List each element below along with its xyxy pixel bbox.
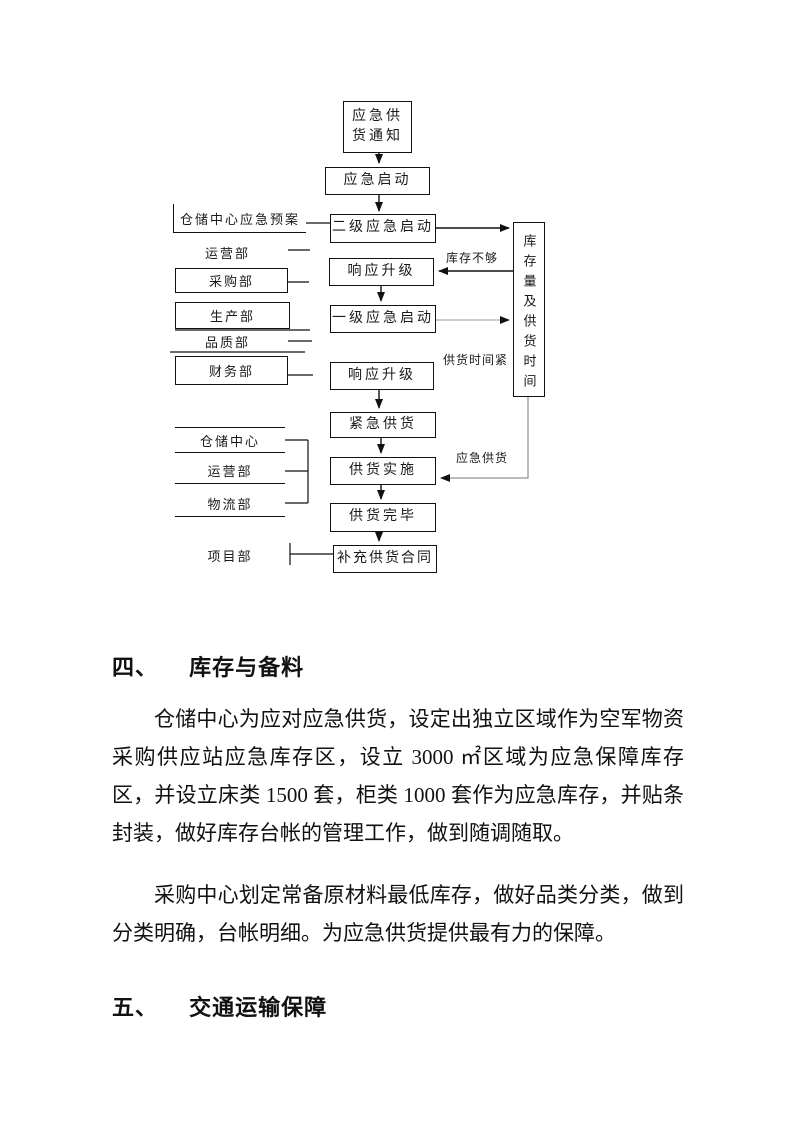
section-title: 交通运输保障 <box>189 995 328 1020</box>
flow-node-urgent-supply: 紧急供货 <box>330 412 436 438</box>
section-number: 四、 <box>112 655 159 680</box>
paragraph-purchasing-inventory: 采购中心划定常备原材料最低库存，做好品类分类，做到分类明确，台帐明细。为应急供货… <box>112 883 684 945</box>
dept-label-warehouse-center: 仓储中心 <box>175 427 285 453</box>
section-title: 库存与备料 <box>189 655 305 680</box>
section-number: 五、 <box>112 995 159 1020</box>
dept-label-project: 项目部 <box>207 548 253 564</box>
dept-label-purchasing: 采购部 <box>175 268 288 293</box>
document-body: 四、 库存与备料 仓储中心为应对应急供货，设定出独立区域作为空军物资采购供应站应… <box>112 650 684 1022</box>
flow-node-emergency-start: 应急启动 <box>325 167 430 195</box>
dept-label-production: 生产部 <box>175 302 290 329</box>
flow-node-supplement-supply-contract: 补充供货合同 <box>333 545 437 573</box>
edge-label-emergency-supply: 应急供货 <box>456 451 509 465</box>
flow-node-response-upgrade-1: 响应升级 <box>329 258 434 286</box>
flow-node-response-upgrade-2: 响应升级 <box>330 362 434 390</box>
paragraph-warehouse-inventory: 仓储中心为应对应急供货，设定出独立区域作为空军物资采购供应站应急库存区，设立 3… <box>112 707 684 845</box>
section-heading-inventory: 四、 库存与备料 <box>112 650 684 682</box>
edge-label-insufficient-stock: 库存不够 <box>446 251 499 265</box>
edge-label-supply-time-tight: 供货时间紧 <box>443 353 509 367</box>
flow-node-level1-emergency-start: 一级应急启动 <box>330 305 436 333</box>
dept-label-operations-2: 运营部 <box>175 458 285 484</box>
dept-label-finance: 财务部 <box>175 356 288 385</box>
flow-node-supply-complete: 供货完毕 <box>330 503 436 532</box>
dept-label-warehouse-emergency-plan: 仓储中心应急预案 <box>173 204 306 233</box>
flow-node-emergency-supply-notice: 应急供货通知 <box>343 101 412 153</box>
flow-node-level2-emergency-start: 二级应急启动 <box>330 214 436 243</box>
dept-label-quality: 品质部 <box>204 335 250 350</box>
flow-node-supply-implementation: 供货实施 <box>330 457 436 485</box>
dept-label-logistics: 物流部 <box>175 490 285 517</box>
flow-node-inventory-and-supply-time: 库存量及供货时间 <box>513 222 545 397</box>
dept-label-operations: 运营部 <box>204 245 250 261</box>
section-heading-transport: 五、 交通运输保障 <box>112 990 684 1022</box>
